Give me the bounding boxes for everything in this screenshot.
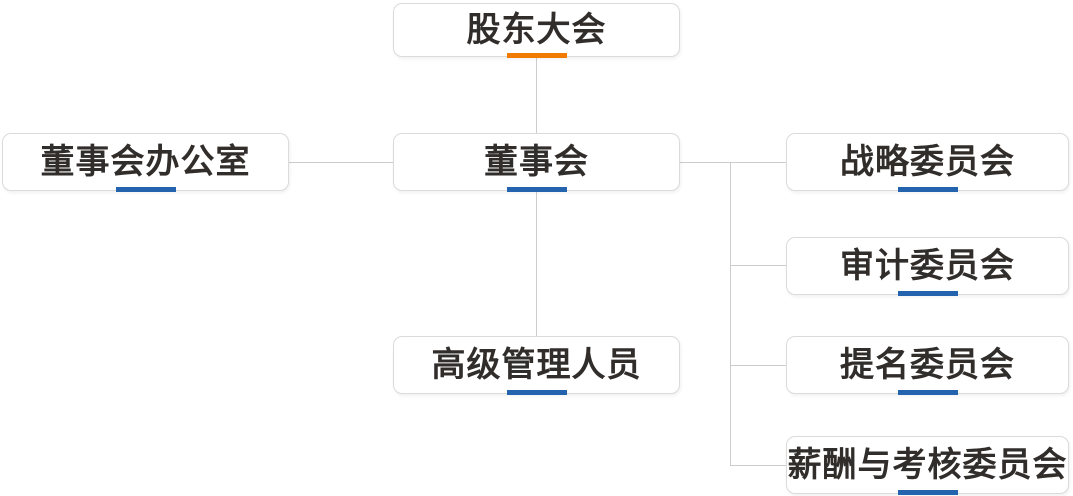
- accent-bar: [506, 53, 567, 58]
- connector-branch-remuneration: [730, 465, 786, 466]
- connector-board-senior: [536, 191, 537, 336]
- accent-bar: [115, 187, 176, 192]
- connector-committees-trunk: [730, 162, 731, 466]
- accent-bar: [897, 291, 958, 296]
- connector-branch-nomination: [730, 365, 786, 366]
- node-shareholders-meeting: 股东大会: [393, 3, 680, 58]
- node-label: 战略委员会: [840, 142, 1015, 182]
- accent-bar: [506, 187, 567, 192]
- connector-board-office: [289, 162, 393, 163]
- accent-bar: [897, 390, 958, 395]
- node-board-office: 董事会办公室: [2, 133, 289, 192]
- accent-bar: [897, 187, 958, 192]
- node-label: 审计委员会: [840, 246, 1015, 286]
- connector-shareholders-board: [536, 57, 537, 133]
- node-remuneration-assessment-committee: 薪酬与考核委员会: [786, 436, 1069, 495]
- connector-board-strategy: [680, 162, 786, 163]
- node-strategy-committee: 战略委员会: [786, 133, 1069, 192]
- node-senior-management: 高级管理人员: [393, 336, 680, 395]
- node-audit-committee: 审计委员会: [786, 237, 1069, 296]
- node-label: 高级管理人员: [431, 345, 642, 385]
- node-label: 董事会办公室: [40, 142, 251, 182]
- node-label: 提名委员会: [840, 345, 1015, 385]
- accent-bar: [897, 490, 958, 495]
- connector-branch-audit: [730, 265, 786, 266]
- node-label: 股东大会: [466, 10, 607, 50]
- node-nomination-committee: 提名委员会: [786, 336, 1069, 395]
- node-board-of-directors: 董事会: [393, 133, 680, 192]
- node-label: 薪酬与考核委员会: [787, 445, 1068, 485]
- node-label: 董事会: [484, 142, 589, 182]
- accent-bar: [506, 390, 567, 395]
